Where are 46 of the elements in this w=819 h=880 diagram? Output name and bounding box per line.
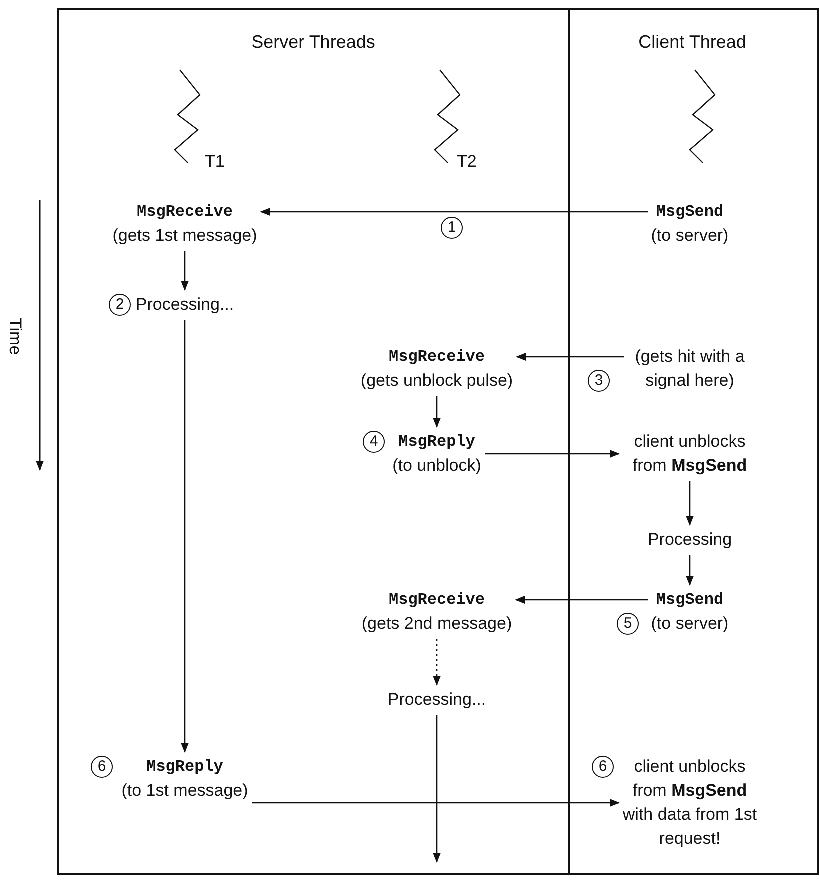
arrow: [686, 555, 694, 586]
arrow: [433, 715, 441, 863]
step-text: client unblocks from MsgSend: [632, 431, 748, 477]
step-text: (to server): [651, 225, 729, 247]
step-text: Processing: [648, 529, 732, 551]
function-name: MsgSend: [655, 590, 725, 611]
step-text: (gets 2nd message): [362, 613, 512, 635]
function-name: MsgSend: [655, 202, 725, 223]
function-name: MsgReply: [398, 432, 476, 453]
arrow: [252, 799, 620, 807]
thread-label: T2: [457, 152, 477, 172]
function-name: MsgReceive: [388, 590, 486, 611]
step-text: Processing...: [136, 294, 234, 316]
swimlane-panel: [57, 8, 570, 875]
step-text: (gets hit with a signal here): [634, 346, 746, 392]
arrow: [515, 596, 648, 604]
arrow: [433, 639, 441, 686]
arrow: [516, 353, 624, 361]
step-text: (to 1st message): [122, 780, 248, 802]
step-number: 6: [592, 756, 614, 778]
swimlane-panel: [568, 8, 819, 875]
step-number: 3: [588, 370, 610, 392]
arrow: [485, 450, 620, 458]
step-number: 5: [617, 613, 639, 635]
step-text: (to server): [651, 613, 729, 635]
lane-heading: Client Thread: [638, 32, 748, 53]
step-text: (to unblock): [392, 455, 482, 477]
arrow: [433, 396, 441, 428]
thread-label: T1: [205, 152, 225, 172]
arrow: [260, 208, 648, 216]
step-text: client unblocks from MsgSend with data from 1st request!: [622, 756, 758, 850]
arrow: [686, 481, 694, 526]
step-number: 6: [91, 756, 113, 778]
axis-label: Time: [5, 318, 25, 356]
step-number: 4: [363, 431, 385, 453]
arrow: [181, 320, 189, 753]
arrow: [181, 251, 189, 291]
lane-heading: Server Threads: [250, 32, 376, 53]
function-name: MsgReceive: [136, 202, 234, 223]
step-number: 1: [441, 217, 463, 239]
function-name: MsgReply: [146, 757, 224, 778]
step-text: Processing...: [388, 689, 486, 711]
function-name: MsgReceive: [388, 347, 486, 368]
step-number: 2: [109, 294, 131, 316]
step-text: (gets 1st message): [112, 225, 258, 247]
step-text: (gets unblock pulse): [360, 370, 514, 392]
